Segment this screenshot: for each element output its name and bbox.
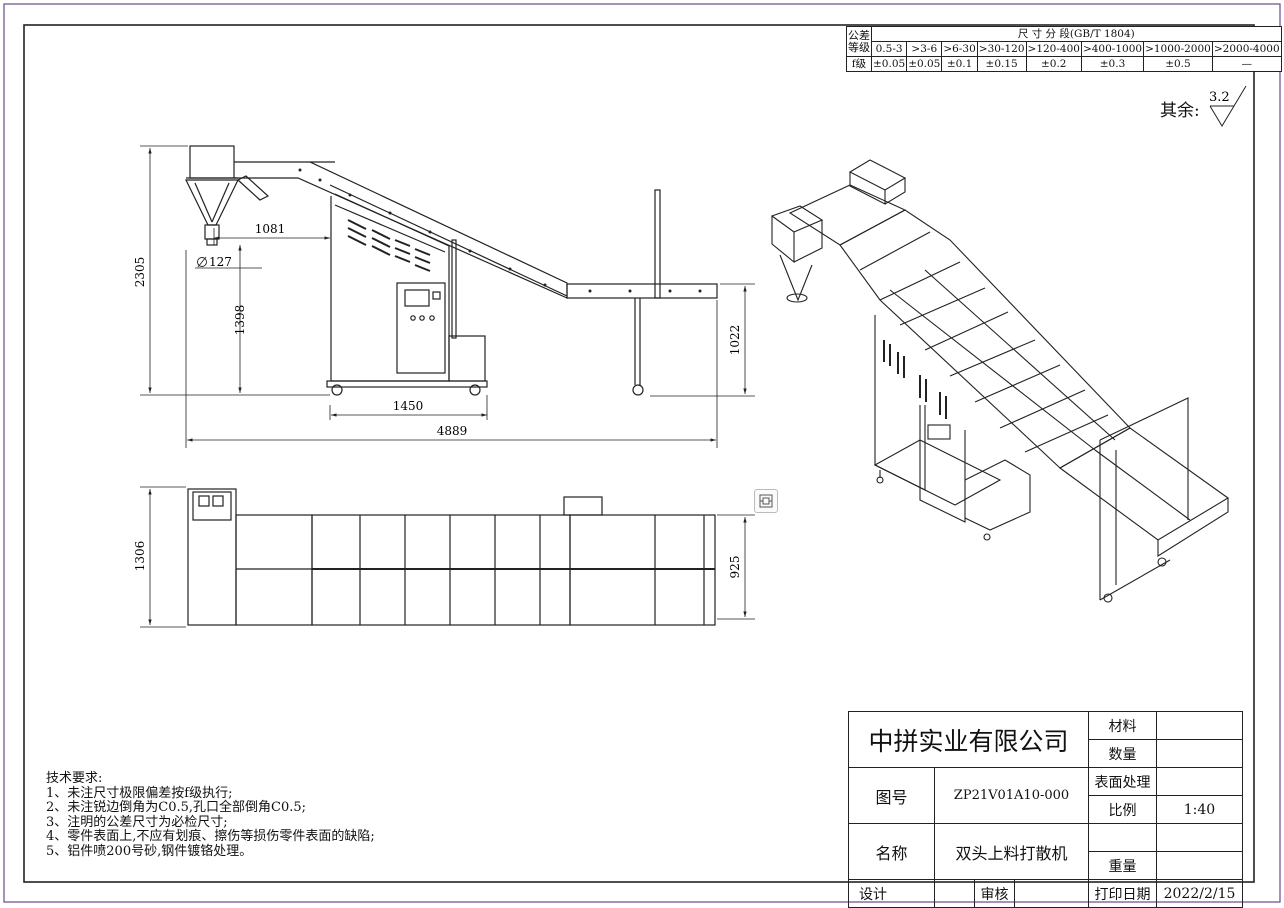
tolerance-value: ±0.05 [906,56,943,72]
range-cell: >2000-4000 [1211,41,1282,57]
note-item: 5、铝件喷200号砂,钢件镀铬处理。 [46,843,253,859]
range-cell: >120-400 [1025,41,1082,57]
dim-belt-width: 925 [728,556,742,579]
roughness-symbol [1209,85,1247,127]
quantity-label: 数量 [1088,739,1157,768]
surface-value [1156,767,1243,796]
drawing-no-label: 图号 [848,767,935,824]
notes-title: 技术要求: [46,771,103,786]
range-cell: >30-120 [976,41,1027,57]
tolerance-value: ±0.5 [1143,56,1213,72]
tolerance-value: — [1211,56,1282,72]
design-value [934,879,975,908]
company-name: 中拼实业有限公司 [848,711,1089,768]
range-cell: 0.5-3 [870,41,908,57]
design-label: 设计 [848,879,935,908]
tolerance-header: 尺 寸 分 段(GB/T 1804) [871,26,1282,42]
title-block: 中拼实业有限公司 材料 数量 图号 ZP21V01A10-000 表面处理 比例… [848,711,1243,908]
note-item: 1、未注尺寸极限偏差按f级执行; [46,785,233,801]
inner-frame [23,24,1255,883]
note-item: 2、未注锐边倒角为C0.5,孔口全部倒角C0.5; [46,800,307,815]
dim-discharge-height: 1022 [728,325,742,356]
tolerance-value: ±0.05 [870,56,908,72]
name-label: 名称 [848,823,935,880]
grade-label: f级 [846,56,872,72]
dim-height-total: 2305 [133,257,147,288]
surface-label: 表面处理 [1088,767,1157,796]
tolerance-value: ±0.1 [941,56,978,72]
blank-value [1156,823,1243,852]
quantity-value [1156,739,1243,768]
range-cell: >400-1000 [1080,41,1145,57]
roughness-label: 其余: [1160,101,1200,121]
tolerance-corner: 公差等级 [846,26,872,57]
weight-label: 重量 [1088,851,1157,880]
print-date-value: 2022/2/15 [1156,879,1243,908]
dim-outlet-height: 1398 [233,305,247,336]
tolerance-value: ±0.3 [1080,56,1145,72]
note-item: 3、注明的公差尺寸为必检尺寸; [46,814,228,830]
diameter-symbol [197,256,207,268]
roughness-value: 3.2 [1209,90,1230,105]
dim-total-length: 4889 [437,424,468,438]
outer-frame [3,3,1281,903]
tolerance-table: 公差等级 尺 寸 分 段(GB/T 1804) 0.5-3 >3-6 >6-30… [846,26,1282,72]
tolerance-value: ±0.15 [976,56,1027,72]
dim-total-width: 1306 [133,541,147,572]
dim-hopper-offset: 1081 [255,222,286,236]
top-view [187,488,716,626]
range-cell: >1000-2000 [1143,41,1213,57]
fit-view-button[interactable] [754,489,778,513]
technical-requirements: 技术要求: 1、未注尺寸极限偏差按f级执行; 2、未注锐边倒角为C0.5,孔口全… [46,771,375,859]
print-date-label: 打印日期 [1088,879,1157,908]
material-value [1156,711,1243,740]
range-cell: >3-6 [906,41,943,57]
blank-label [1088,823,1157,852]
tolerance-corner-top: 公差 [848,28,870,42]
fit-view-icon [759,494,773,508]
material-label: 材料 [1088,711,1157,740]
scale-value: 1:40 [1156,795,1243,824]
weight-value [1156,851,1243,880]
tolerance-value: ±0.2 [1025,56,1082,72]
drawing-no: ZP21V01A10-000 [934,767,1089,824]
top-dimensions [140,486,755,628]
isometric-view [770,159,1230,603]
dim-base-length: 1450 [393,399,424,413]
note-item: 4、零件表面上,不应有划痕、擦伤等损伤零件表面的缺陷; [46,829,375,844]
scale-label: 比例 [1088,795,1157,824]
range-cell: >6-30 [941,41,978,57]
review-value [1014,879,1089,908]
dim-outlet-diameter: 127 [209,255,232,269]
front-dimensions [140,145,755,448]
tolerance-corner-bottom: 等级 [848,40,870,54]
part-name: 双头上料打散机 [934,823,1089,880]
review-label: 审核 [974,879,1015,908]
front-view [185,145,718,396]
